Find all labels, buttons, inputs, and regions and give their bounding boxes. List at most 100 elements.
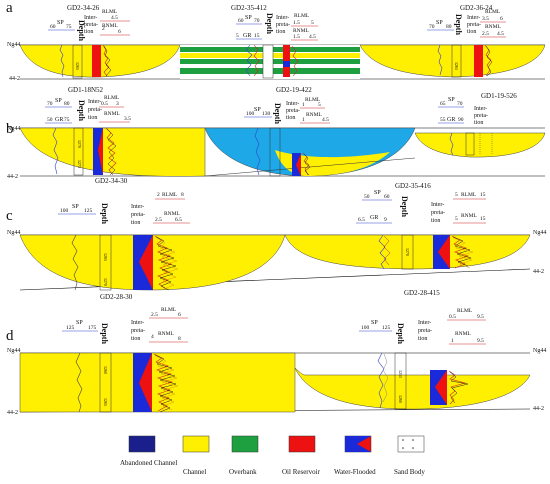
sp-max: 80 xyxy=(64,101,70,107)
depth-title: Depth xyxy=(400,196,409,217)
panel-b-top-horizon: Ng44 xyxy=(7,126,20,132)
depth-title: Depth xyxy=(77,100,86,121)
rnml-min: 2.5 xyxy=(155,217,162,223)
panel-b-bottom-horizon: 44-2 xyxy=(7,174,18,180)
water-flooded-column xyxy=(133,235,153,290)
rlml-min: 0.5 xyxy=(449,314,456,320)
water-flooded-column xyxy=(433,235,450,269)
legend-item-overbank: Overbank xyxy=(229,435,259,476)
interp-label-1: Inter- xyxy=(131,320,144,326)
rnml-label: RNML xyxy=(293,28,310,34)
interp-label-2: preta- xyxy=(474,113,488,119)
well-gd2-19-422: GD2-19-422 100 SP 130 Depth Inter- preta… xyxy=(244,86,330,177)
depth-tick: 1265 xyxy=(454,62,459,70)
water-flooded-column xyxy=(93,128,103,175)
panel-c-top-horizon-right: Ng44 xyxy=(533,230,546,236)
oil-reservoir-column xyxy=(474,45,483,77)
sp-min: 125 xyxy=(66,325,75,331)
depth-title: Depth xyxy=(77,20,86,41)
interp-label-2: preta- xyxy=(88,107,102,113)
sp-min: 60 xyxy=(50,24,56,30)
sp-max: 125 xyxy=(382,325,391,331)
well-name: GD2-34-26 xyxy=(67,4,100,12)
rlml-max: 6 xyxy=(178,312,181,318)
rnml-max: 6.5 xyxy=(175,217,182,223)
gr-label: GR xyxy=(370,215,378,221)
rlml-min: 0.5 xyxy=(101,101,108,107)
depth-title: Depth xyxy=(100,323,109,344)
panel-b-letter: b xyxy=(6,121,14,137)
rnml-min: 4 xyxy=(151,334,154,340)
sp-label: SP xyxy=(374,190,381,196)
sp-label: SP xyxy=(245,15,252,21)
interp-label-3: tion xyxy=(88,115,97,121)
rnml-label: RNML xyxy=(104,111,121,117)
interp-label-2: preta- xyxy=(418,328,432,334)
rnml-max: 8 xyxy=(178,336,181,342)
rlml-label: RLML xyxy=(102,9,118,15)
sp-label: SP xyxy=(254,107,261,113)
legend: Abandoned Channel Channel Overbank Oil R… xyxy=(120,435,425,476)
rnml-min: 2.5 xyxy=(482,31,489,37)
panel-a-top-horizon: Ng44 xyxy=(7,42,20,48)
sp-min: 70 xyxy=(429,24,435,30)
interp-label-1: Inter- xyxy=(418,320,431,326)
interp-label-1: Inter- xyxy=(467,15,480,21)
rnml-label: RNML xyxy=(455,331,472,337)
legend-item-channel: Channel xyxy=(182,435,210,476)
panel-d-letter: d xyxy=(6,328,14,344)
well-name: GD2-28-30 xyxy=(100,293,133,301)
gr-label: GR xyxy=(243,33,251,39)
depth-tick: 1270 xyxy=(405,248,410,256)
depth-tick: 1255 xyxy=(398,370,403,378)
oil-reservoir-column xyxy=(92,45,101,77)
interp-label-2: preta- xyxy=(286,108,300,114)
rnml-min: 1 xyxy=(302,117,305,123)
sp-label: SP xyxy=(72,204,79,210)
rlml-label: RLML xyxy=(104,95,120,101)
interp-label-1: Inter- xyxy=(84,15,97,21)
rlml-label: RLML xyxy=(162,192,178,198)
sp-min: 65 xyxy=(440,101,446,107)
sp-max: 75 xyxy=(66,24,72,30)
well-name: GD2-19-422 xyxy=(276,86,312,94)
panel-b-channel-under xyxy=(275,150,390,176)
legend-item-flooded: Water-Flooded xyxy=(334,435,376,476)
well-name: GD1-18N52 xyxy=(68,86,103,94)
interp-label-3: tion xyxy=(418,336,427,342)
depth-tick: 1260 xyxy=(398,395,403,403)
interp-label-1: Inter- xyxy=(431,202,444,208)
interp-label-2: preta- xyxy=(276,22,290,28)
well-name: GD2-36-24 xyxy=(460,4,493,12)
well-gd1-19-526: GD1-19-526 65 SP 70 55 GR 90 Inter- pret… xyxy=(438,92,517,156)
water-flooded-column xyxy=(292,153,301,176)
rlml-min: 2 xyxy=(157,192,160,198)
rnml-max: 3.5 xyxy=(124,116,131,122)
rnml-max: 9.5 xyxy=(477,338,484,344)
well-gd2-28-415: GD2-28-415 100 SP 125 Depth Inter- preta… xyxy=(359,289,486,410)
legend-label: Abandoned Channel xyxy=(120,459,177,467)
interp-label-3: tion xyxy=(84,29,93,35)
gr-min: 5 xyxy=(236,33,239,39)
interp-label-1: Inter- xyxy=(131,204,144,210)
interp-label-3: tion xyxy=(431,218,440,224)
rlml-min: 1 xyxy=(302,102,305,108)
rnml-min: 5 xyxy=(455,216,458,222)
sp-max: 70 xyxy=(254,18,260,24)
well-gd1-18n52: GD1-18N52 70 SP 80 50 GR 75 Inter- preta… xyxy=(45,86,131,176)
gr-max: 15 xyxy=(254,33,260,39)
well-gd2-35-416: GD2-35-416 50 SP 60 6.5 GR 9 Depth Inter… xyxy=(356,182,486,270)
well-name: GD2-34-30 xyxy=(95,177,128,185)
oil-reservoir-column xyxy=(283,45,290,61)
rnml-min: 1.5 xyxy=(293,34,300,40)
panel-b: b Ng44 44-2 GD1-18N52 70 SP 80 50 GR 75 … xyxy=(6,86,546,180)
panel-c-bottom-horizon: 44-2 xyxy=(533,269,544,275)
rnml-min: 1 xyxy=(451,338,454,344)
sp-label: SP xyxy=(57,20,64,26)
well-gd2-34-30: GD2-34-30 100 SP 125 Depth Inter- preta-… xyxy=(58,177,190,291)
well-name: GD2-28-415 xyxy=(404,289,440,297)
interp-label-1: Inter- xyxy=(276,15,289,21)
legend-label: Oil Reservoir xyxy=(282,468,321,476)
panel-a-letter: a xyxy=(6,0,13,16)
rlml-min: 5 xyxy=(455,192,458,198)
